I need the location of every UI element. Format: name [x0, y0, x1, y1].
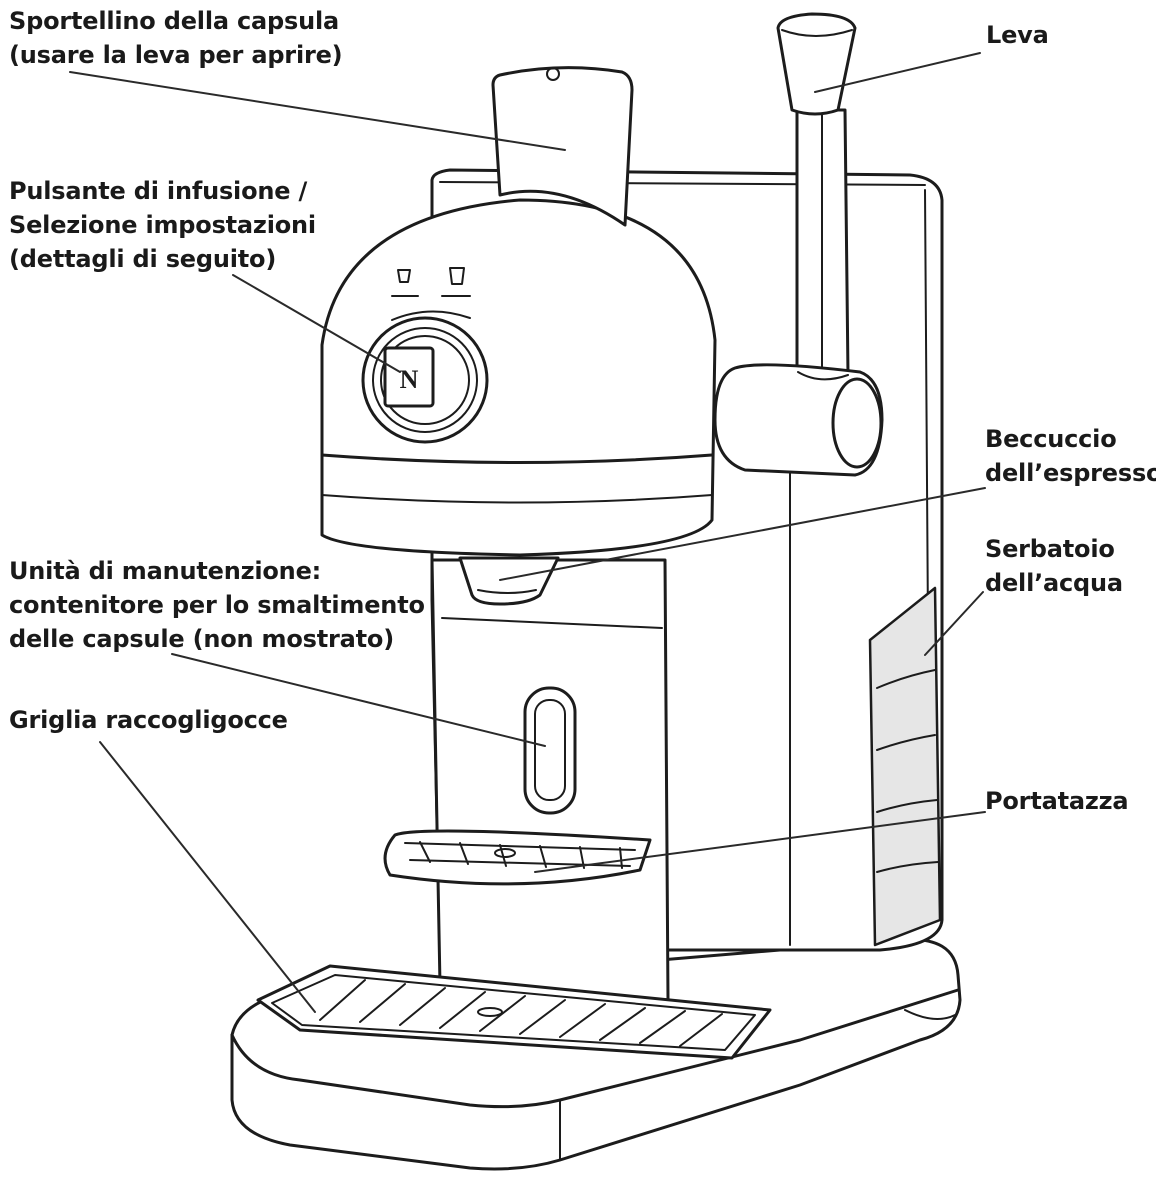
label-brew-button-line3: (dettagli di seguito) [9, 245, 277, 273]
label-maintenance-unit: Unità di manutenzione: contenitore per l… [9, 554, 425, 656]
label-water-tank-line2: dell’acqua [985, 569, 1123, 597]
label-lever: Leva [986, 18, 1049, 52]
label-cup-holder: Portatazza [985, 784, 1129, 818]
brew-head [320, 198, 717, 557]
leader-brew-button [232, 274, 401, 373]
leader-espresso-spout [499, 487, 986, 581]
drip-grid [256, 964, 772, 1060]
lever [713, 12, 884, 477]
leader-lines [69, 52, 986, 1013]
label-maintenance-unit-line3: delle capsule (non mostrato) [9, 625, 394, 653]
label-capsule-door-line1: Sportellino della capsula [9, 7, 340, 35]
brew-button [361, 267, 489, 444]
label-brew-button-line2: Selezione impostazioni [9, 211, 316, 239]
label-espresso-spout-line1: Beccuccio [985, 425, 1117, 453]
cup-holder [383, 829, 652, 886]
label-maintenance-unit-line2: contenitore per lo smaltimento [9, 591, 425, 619]
label-drip-grid-line1: Griglia raccogligocce [9, 706, 288, 734]
label-drip-grid: Griglia raccogligocce [9, 703, 288, 737]
leader-cup-holder [534, 811, 986, 873]
label-cup-holder-line1: Portatazza [985, 787, 1129, 815]
maintenance-unit [430, 558, 670, 1002]
leader-lever [814, 52, 981, 93]
leader-maintenance-unit [171, 653, 546, 747]
label-espresso-spout: Beccuccio dell’espresso [985, 422, 1156, 490]
leader-capsule-door [69, 71, 566, 151]
leader-drip-grid [99, 741, 316, 1013]
water-tank [868, 586, 942, 947]
label-brew-button-line1: Pulsante di infusione / [9, 177, 308, 205]
label-maintenance-unit-line1: Unità di manutenzione: [9, 557, 322, 585]
espresso-spout [458, 556, 560, 606]
label-brew-button: Pulsante di infusione / Selezione impost… [9, 174, 316, 276]
label-water-tank-line1: Serbatoio [985, 535, 1115, 563]
label-capsule-door-line2: (usare la leva per aprire) [9, 41, 343, 69]
label-lever-line1: Leva [986, 21, 1049, 49]
capsule-door [491, 66, 634, 227]
logo-letter: N [400, 365, 419, 394]
label-espresso-spout-line2: dell’espresso [985, 459, 1156, 487]
label-water-tank: Serbatoio dell’acqua [985, 532, 1123, 600]
label-capsule-door: Sportellino della capsula (usare la leva… [9, 4, 343, 72]
leader-water-tank [924, 591, 984, 656]
